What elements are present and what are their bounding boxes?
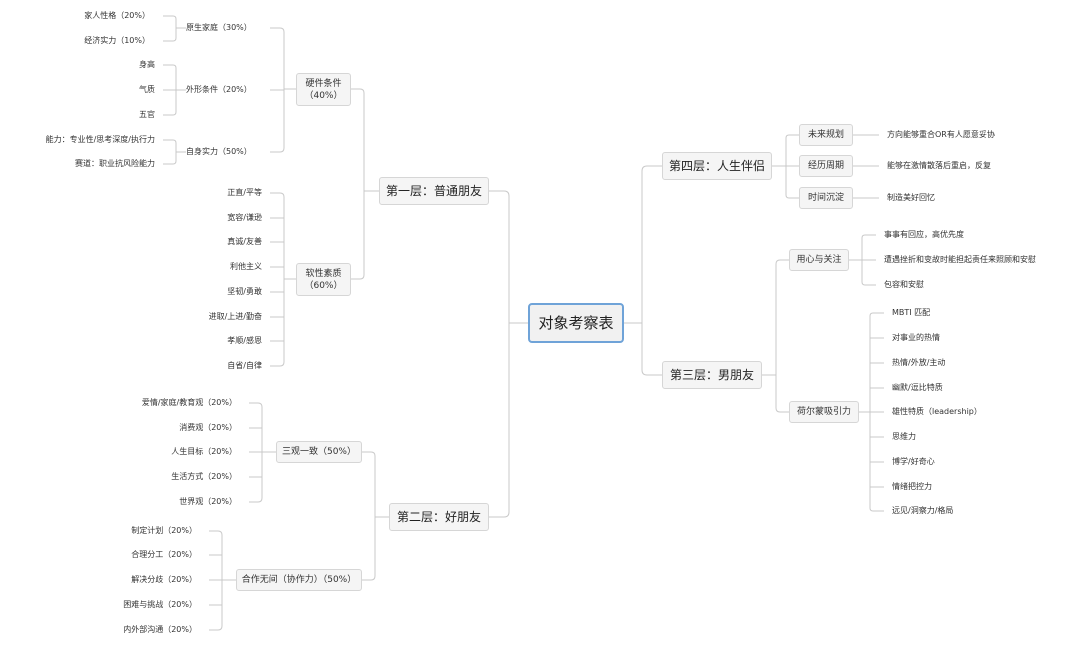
- strength-node[interactable]: 自身实力（50%）: [186, 147, 252, 156]
- hormone-leaf-6[interactable]: 思维力: [892, 432, 916, 441]
- soft-leaf-1[interactable]: 正直/平等: [227, 188, 262, 197]
- soft-leaf-3[interactable]: 真诚/友善: [227, 237, 262, 246]
- care-leaf-3[interactable]: 包容和安慰: [884, 280, 924, 289]
- soft-leaf-7[interactable]: 孝顺/感恩: [227, 336, 262, 345]
- connector-63: [869, 312, 884, 412]
- values-leaf-5[interactable]: 世界观（20%）: [179, 497, 237, 506]
- connector-25: [270, 192, 285, 279]
- cooperation-leaf-1[interactable]: 制定计划（20%）: [131, 526, 197, 535]
- cooperation-leaf-4[interactable]: 困难与挑战（20%）: [123, 600, 197, 609]
- connector-37: [249, 402, 263, 452]
- cycle-node[interactable]: 经历周期: [799, 155, 853, 177]
- connector-2: [489, 190, 510, 323]
- connector-59: [861, 234, 876, 260]
- cooperation-leaf-2[interactable]: 合理分工（20%）: [131, 550, 197, 559]
- root-node[interactable]: 对象考察表: [528, 303, 624, 343]
- soft-qualities-label: 软性素质: [305, 268, 342, 279]
- hormone-leaf-2[interactable]: 对事业的热情: [892, 333, 940, 342]
- hormone-leaf-5[interactable]: 雄性特质（leadership）: [892, 407, 982, 416]
- connector-56: [775, 259, 789, 375]
- connector-51: [785, 166, 799, 199]
- values-leaf-4[interactable]: 生活方式（20%）: [171, 472, 237, 481]
- care-leaf-1[interactable]: 事事有回应，高优先度: [884, 230, 964, 239]
- soft-leaf-5[interactable]: 坚韧/勇敢: [227, 287, 262, 296]
- layer1-node[interactable]: 第一层：普通朋友: [379, 177, 489, 205]
- connector-35: [362, 517, 376, 581]
- layer2-node[interactable]: 第二层：好朋友: [389, 503, 489, 531]
- care-node[interactable]: 用心与关注: [789, 249, 849, 271]
- hormone-leaf-3[interactable]: 热情/外放/主动: [892, 358, 946, 367]
- connector-71: [869, 412, 884, 512]
- soft-leaf-2[interactable]: 宽容/谦逊: [227, 213, 262, 222]
- connector-57: [775, 375, 789, 413]
- appearance-node[interactable]: 外形条件（20%）: [186, 85, 252, 94]
- hormone-leaf-7[interactable]: 博学/好奇心: [892, 457, 935, 466]
- values-leaf-3[interactable]: 人生目标（20%）: [171, 447, 237, 456]
- soft-leaf-8[interactable]: 自省/自律: [227, 361, 262, 370]
- connector-23: [163, 152, 177, 165]
- hormone-leaf-9[interactable]: 远见/洞察力/格局: [892, 506, 954, 515]
- connector-13: [270, 89, 285, 153]
- hormone-leaf-8[interactable]: 情绪把控力: [892, 482, 932, 491]
- connector-6: [641, 323, 662, 376]
- strength-leaf-2[interactable]: 赛道：职业抗风险能力: [75, 159, 155, 168]
- connector-16: [163, 28, 177, 42]
- cooperation-leaf-3[interactable]: 解决分歧（20%）: [131, 575, 197, 584]
- connector-61: [861, 260, 876, 286]
- cooperation-node[interactable]: 合作无间（协作力）（50%）: [236, 569, 362, 591]
- soft-qualities-weight: （60%）: [304, 280, 343, 291]
- time-node[interactable]: 时间沉淀: [799, 187, 853, 209]
- hormone-node[interactable]: 荷尔蒙吸引力: [789, 401, 859, 423]
- family-leaf-1[interactable]: 家人性格（20%）: [84, 11, 150, 20]
- soft-leaf-6[interactable]: 进取/上进/勤奋: [208, 312, 262, 321]
- connector-41: [249, 452, 263, 503]
- strength-leaf-1[interactable]: 能力：专业性/思考深度/执行力: [45, 135, 155, 144]
- connector-3: [489, 323, 510, 518]
- connector-32: [270, 279, 285, 367]
- hormone-leaf-1[interactable]: MBTI 匹配: [892, 308, 931, 317]
- values-node[interactable]: 三观一致（50%）: [276, 441, 362, 463]
- connector-20: [163, 90, 177, 116]
- appearance-leaf-1[interactable]: 身高: [139, 60, 155, 69]
- hard-conditions-weight: （40%）: [304, 90, 343, 101]
- values-leaf-2[interactable]: 消费观（20%）: [179, 423, 237, 432]
- connector-11: [270, 27, 285, 89]
- soft-qualities-node[interactable]: 软性素质 （60%）: [296, 263, 351, 296]
- layer3-node[interactable]: 第三层：男朋友: [662, 361, 762, 389]
- time-leaf[interactable]: 制造美好回忆: [887, 193, 935, 202]
- hard-conditions-node[interactable]: 硬件条件 （40%）: [296, 73, 351, 106]
- plan-leaf[interactable]: 方向能够重合OR有人愿意妥协: [887, 130, 995, 139]
- family-node[interactable]: 原生家庭（30%）: [186, 23, 252, 32]
- cooperation-leaf-5[interactable]: 内外部沟通（20%）: [123, 625, 197, 634]
- connector-9: [351, 191, 365, 280]
- cycle-leaf[interactable]: 能够在激情散落后重启，反复: [887, 161, 991, 170]
- connector-47: [209, 580, 223, 631]
- care-leaf-2[interactable]: 遭遇挫折和变故时能担起责任来照顾和安慰: [884, 255, 1036, 264]
- connector-43: [209, 530, 223, 580]
- layer4-node[interactable]: 第四层：人生伴侣: [662, 152, 772, 180]
- connector-22: [163, 139, 177, 152]
- connector-5: [641, 165, 662, 323]
- connector-18: [163, 64, 177, 90]
- appearance-leaf-2[interactable]: 气质: [139, 85, 155, 94]
- hormone-leaf-4[interactable]: 幽默/逗比特质: [892, 383, 943, 392]
- appearance-leaf-3[interactable]: 五官: [139, 110, 155, 119]
- soft-leaf-4[interactable]: 利他主义: [230, 262, 262, 271]
- hard-conditions-label: 硬件条件: [305, 78, 342, 89]
- connector-8: [351, 88, 365, 191]
- values-leaf-1[interactable]: 爱情/家庭/教育观（20%）: [141, 398, 237, 407]
- plan-node[interactable]: 未来规划: [799, 124, 853, 146]
- connector-34: [362, 451, 376, 517]
- connector-15: [163, 15, 177, 28]
- connector-49: [785, 134, 799, 166]
- family-leaf-2[interactable]: 经济实力（10%）: [84, 36, 150, 45]
